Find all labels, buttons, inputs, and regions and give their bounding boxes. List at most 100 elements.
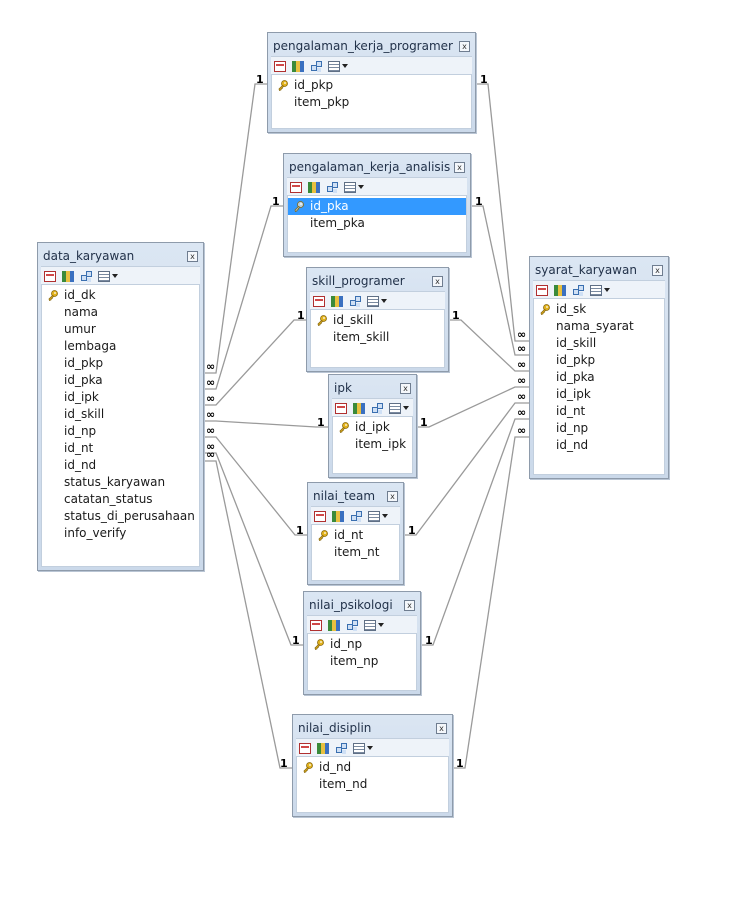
field-row[interactable]: id_sk (534, 301, 664, 318)
sql-icon[interactable] (536, 284, 548, 296)
chevron-down-icon[interactable] (367, 746, 373, 750)
columns-icon[interactable] (368, 510, 380, 522)
field-row[interactable]: id_ipk (534, 386, 664, 403)
chevron-down-icon[interactable] (604, 288, 610, 292)
grid-icon[interactable] (353, 402, 365, 414)
field-row[interactable]: id_skill (42, 406, 199, 423)
grid-icon[interactable] (332, 510, 344, 522)
sql-icon[interactable] (314, 510, 326, 522)
field-row[interactable]: lembaga (42, 338, 199, 355)
relations-icon[interactable] (371, 402, 383, 414)
field-row[interactable]: id_dk (42, 287, 199, 304)
close-icon[interactable]: x (459, 40, 470, 52)
relations-icon[interactable] (346, 619, 358, 631)
close-icon[interactable]: x (454, 161, 465, 173)
columns-icon[interactable] (98, 270, 110, 282)
sql-icon[interactable] (313, 295, 325, 307)
field-row[interactable]: id_skill (311, 312, 444, 329)
relations-icon[interactable] (349, 295, 361, 307)
field-row[interactable]: id_pka (534, 369, 664, 386)
relations-icon[interactable] (572, 284, 584, 296)
sql-icon[interactable] (290, 181, 302, 193)
field-row[interactable]: info_verify (42, 525, 199, 542)
grid-icon[interactable] (331, 295, 343, 307)
field-row[interactable]: item_pka (288, 215, 466, 232)
chevron-down-icon[interactable] (358, 185, 364, 189)
field-row[interactable]: status_karyawan (42, 474, 199, 491)
field-row[interactable]: nama_syarat (534, 318, 664, 335)
relations-icon[interactable] (326, 181, 338, 193)
grid-icon[interactable] (328, 619, 340, 631)
close-icon[interactable]: x (187, 250, 198, 262)
field-row[interactable]: item_nd (297, 776, 448, 793)
field-row[interactable]: status_di_perusahaan (42, 508, 199, 525)
grid-icon[interactable] (308, 181, 320, 193)
columns-icon[interactable] (353, 742, 365, 754)
field-row[interactable]: id_pkp (272, 77, 471, 94)
chevron-down-icon[interactable] (112, 274, 118, 278)
chevron-down-icon[interactable] (381, 299, 387, 303)
sql-icon[interactable] (44, 270, 56, 282)
field-row[interactable]: item_skill (311, 329, 444, 346)
field-row[interactable]: id_nt (534, 403, 664, 420)
field-row[interactable]: catatan_status (42, 491, 199, 508)
close-icon[interactable]: x (432, 275, 443, 287)
close-icon[interactable]: x (387, 490, 398, 502)
relations-icon[interactable] (310, 60, 322, 72)
chevron-down-icon[interactable] (342, 64, 348, 68)
close-icon[interactable]: x (652, 264, 663, 276)
field-row[interactable]: item_nt (312, 544, 399, 561)
chevron-down-icon[interactable] (403, 406, 409, 410)
field-row[interactable]: id_nt (42, 440, 199, 457)
field-row[interactable]: id_pka (42, 372, 199, 389)
field-row[interactable]: id_ipk (333, 419, 412, 436)
field-row[interactable]: id_nd (534, 437, 664, 454)
sql-icon[interactable] (274, 60, 286, 72)
grid-icon[interactable] (317, 742, 329, 754)
columns-icon[interactable] (590, 284, 602, 296)
chevron-down-icon[interactable] (382, 514, 388, 518)
field-row[interactable]: id_np (42, 423, 199, 440)
columns-icon[interactable] (364, 619, 376, 631)
field-row[interactable]: id_pka (288, 198, 466, 215)
close-icon[interactable]: x (436, 722, 447, 734)
field-row[interactable]: umur (42, 321, 199, 338)
sql-icon[interactable] (299, 742, 311, 754)
close-icon[interactable]: x (400, 382, 411, 394)
chevron-down-icon[interactable] (378, 623, 384, 627)
field-row[interactable]: item_np (308, 653, 416, 670)
field-row[interactable]: id_np (534, 420, 664, 437)
field-row[interactable]: id_nd (42, 457, 199, 474)
relations-icon[interactable] (335, 742, 347, 754)
field-row[interactable]: id_skill (534, 335, 664, 352)
field-row[interactable]: id_np (308, 636, 416, 653)
relations-icon[interactable] (80, 270, 92, 282)
field-row[interactable]: id_pkp (534, 352, 664, 369)
field-row[interactable]: id_pkp (42, 355, 199, 372)
field-row[interactable]: nama (42, 304, 199, 321)
columns-icon[interactable] (389, 402, 401, 414)
field-row[interactable]: id_ipk (42, 389, 199, 406)
field-row[interactable]: item_pkp (272, 94, 471, 111)
field-row[interactable]: id_nt (312, 527, 399, 544)
grid-icon[interactable] (554, 284, 566, 296)
grid-icon[interactable] (292, 60, 304, 72)
close-icon[interactable]: x (404, 599, 415, 611)
relations-icon[interactable] (350, 510, 362, 522)
